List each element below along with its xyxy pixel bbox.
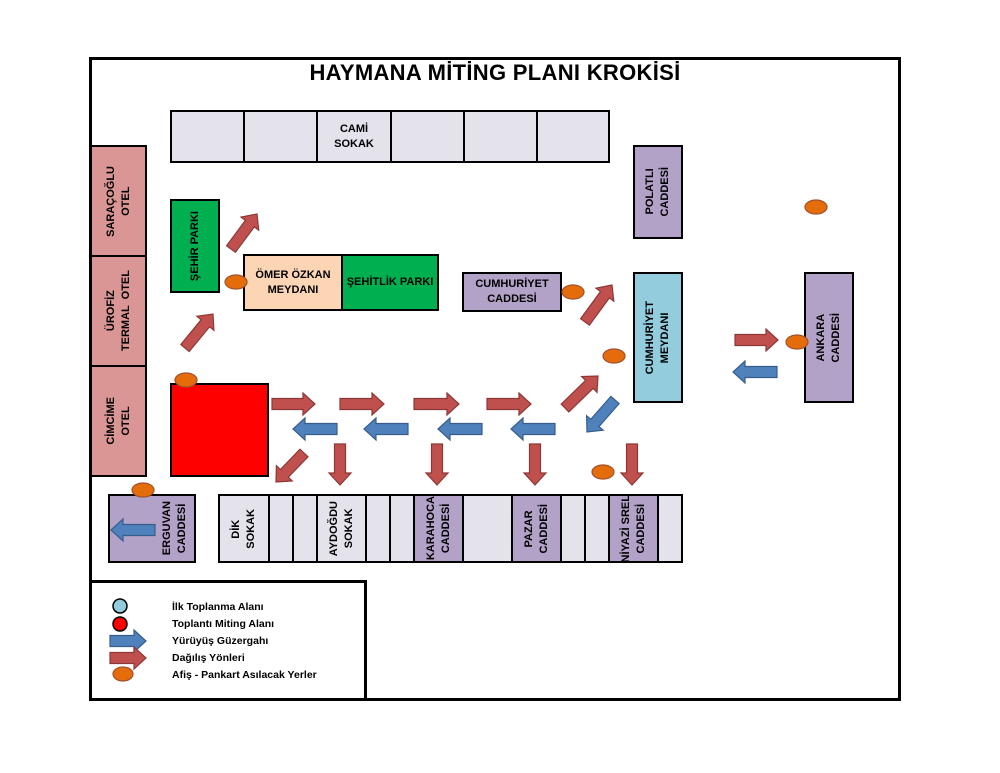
legend-march-route-label: Yürüyüş Güzergahı <box>172 635 269 647</box>
dispersal-arrow <box>486 391 532 417</box>
building-block <box>170 110 245 163</box>
dispersal-arrow <box>225 213 260 254</box>
dispersal-arrow <box>413 391 460 417</box>
building-block <box>560 494 586 563</box>
poster-marker <box>804 199 828 215</box>
legend-meeting-area-label: Toplantı Miting Alanı <box>172 618 275 630</box>
poster-markers <box>112 199 828 682</box>
legend-poster-places-label: Afiş - Pankart Asılacak Yerler <box>172 669 317 681</box>
urofiz-termal-otel: ÜROFİZ TERMAL OTEL <box>90 255 147 367</box>
dispersal-arrow <box>560 375 599 413</box>
legend-dispersal-icon <box>109 645 147 671</box>
march-arrow <box>363 416 409 442</box>
map-title: HAYMANA MİTİNG PLANI KROKİSİ <box>309 60 681 85</box>
march-arrow <box>732 359 778 385</box>
building-block <box>536 110 610 163</box>
building-block <box>584 494 610 563</box>
building-block <box>268 494 294 563</box>
sehitlik-parki: ŞEHİTLİK PARKI <box>341 254 439 311</box>
poster-marker-legend <box>112 666 134 682</box>
aydogdu-sokak: AYDOĞDU SOKAK <box>316 494 367 563</box>
dispersal-arrow <box>339 391 385 417</box>
march-arrow <box>292 416 338 442</box>
legend-first-gathering-label: İlk Toplanma Alanı <box>172 601 264 613</box>
march-arrow <box>585 395 620 433</box>
march-arrow <box>110 517 156 543</box>
cimcime-otel: CİMCİME OTEL <box>90 365 147 477</box>
poster-marker <box>174 372 198 388</box>
legend-dispersal-label: Dağılış Yönleri <box>172 652 245 664</box>
sehir-parki: ŞEHİR PARKI <box>170 199 220 293</box>
dispersal-arrow <box>579 284 615 327</box>
building-block <box>243 110 318 163</box>
poster-marker <box>131 482 155 498</box>
dispersal-arrow <box>271 391 316 417</box>
poster-marker <box>591 464 615 480</box>
dispersal-arrow <box>424 443 450 486</box>
march-arrow <box>437 416 483 442</box>
polatli-caddesi: POLATLI CADDESİ <box>633 145 683 239</box>
saracoglu-otel: SARAÇOĞLU OTEL <box>90 145 147 257</box>
meeting-area <box>170 383 269 477</box>
dispersal-arrow <box>179 313 215 353</box>
poster-marker <box>224 274 248 290</box>
dispersal-arrow <box>522 443 548 486</box>
building-block <box>365 494 391 563</box>
poster-marker <box>602 348 626 364</box>
legend-march-route-icon <box>109 628 147 654</box>
building-block <box>657 494 683 563</box>
poster-marker <box>785 334 809 350</box>
building-block <box>463 110 538 163</box>
cumhuriyet-meydani: CUMHURİYET MEYDANI <box>633 272 683 403</box>
legend-first-gathering-icon <box>112 598 128 614</box>
dik-sokak: DİK SOKAK <box>218 494 270 563</box>
legend-box <box>89 580 367 701</box>
dispersal-arrow <box>619 443 645 486</box>
dispersal-arrow <box>327 443 353 486</box>
dispersal-arrow <box>275 448 309 483</box>
omer-ozkan-meydani: ÖMER ÖZKAN MEYDANI <box>243 254 343 311</box>
building-block <box>462 494 513 563</box>
dispersal-arrow <box>734 327 779 353</box>
ankara-caddesi: ANKARA CADDESİ <box>804 272 854 403</box>
march-arrow <box>510 416 556 442</box>
pazar-caddesi: PAZAR CADDESİ <box>511 494 562 563</box>
cumhuriyet-caddesi: CUMHURİYET CADDESİ <box>462 272 562 312</box>
legend-meeting-area-icon <box>112 616 128 632</box>
poster-marker <box>561 284 585 300</box>
